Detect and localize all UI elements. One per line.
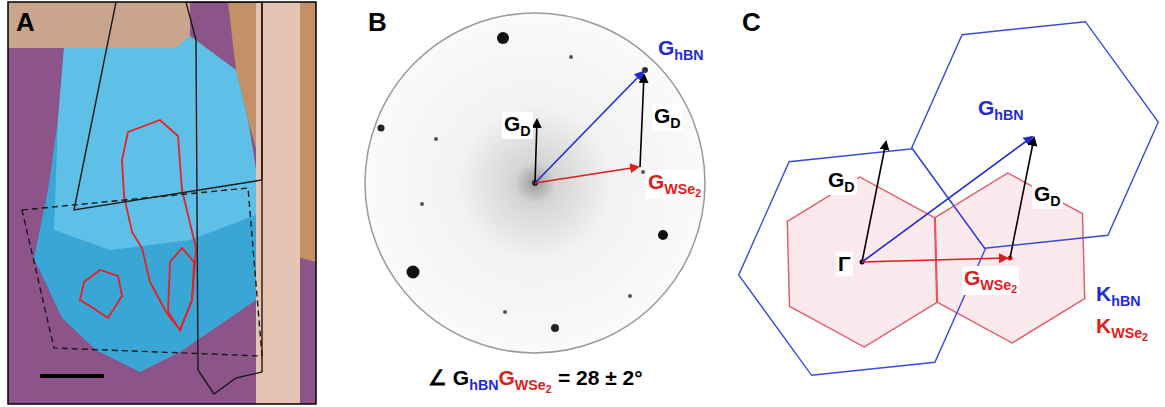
micrograph bbox=[8, 2, 316, 404]
label-subscript: D bbox=[844, 179, 854, 195]
label-subscript: 2 bbox=[1142, 331, 1148, 343]
vector-label: GWSe2 bbox=[646, 170, 703, 199]
label-subscript: WSe bbox=[1111, 325, 1142, 341]
label-text: B bbox=[368, 7, 387, 37]
label-subscript: 2 bbox=[1011, 283, 1017, 295]
label-text: C bbox=[742, 7, 761, 37]
label-text: = 28 ± 2° bbox=[558, 366, 643, 389]
angle-caption: ∠ GhBNGWSe2 = 28 ± 2° bbox=[428, 366, 643, 395]
label-subscript: hBN bbox=[674, 47, 703, 63]
label-text: G bbox=[1034, 182, 1050, 205]
vector-label: GhBN bbox=[656, 36, 706, 63]
label-subscript: hBN bbox=[469, 377, 498, 393]
label-subscript: D bbox=[1050, 193, 1060, 209]
label-text: G bbox=[499, 366, 515, 389]
k-point-label: KWSe2 bbox=[1094, 314, 1150, 343]
panel-letter: B bbox=[368, 8, 387, 38]
label-subscript: D bbox=[670, 115, 680, 131]
vector-label: GWSe2 bbox=[962, 266, 1019, 295]
point-label: Γ bbox=[836, 252, 853, 276]
label-text: A bbox=[16, 7, 35, 37]
label-subscript: 2 bbox=[695, 187, 701, 199]
label-subscript: WSe bbox=[980, 277, 1011, 293]
label-text: G bbox=[964, 266, 980, 289]
label-subscript: WSe bbox=[515, 377, 546, 393]
k-point-label: KhBN bbox=[1094, 282, 1143, 309]
panel-letter: A bbox=[16, 8, 35, 38]
diffraction-pattern bbox=[365, 13, 705, 353]
label-text: K bbox=[1096, 282, 1111, 305]
label-text: K bbox=[1096, 314, 1111, 337]
label-subscript: 2 bbox=[546, 383, 552, 395]
brillouin-zones bbox=[739, 22, 1159, 376]
vector-label: GD bbox=[1032, 182, 1063, 209]
label-subscript: hBN bbox=[1111, 293, 1140, 309]
label-subscript: hBN bbox=[994, 107, 1023, 123]
vector-label: GD bbox=[502, 112, 533, 139]
label-text: G bbox=[828, 168, 844, 191]
label-text: G bbox=[504, 112, 520, 135]
vector-label: GhBN bbox=[976, 96, 1026, 123]
label-text: G bbox=[654, 104, 670, 127]
panel-letter: C bbox=[742, 8, 761, 38]
label-text: G bbox=[978, 96, 994, 119]
label-subscript: WSe bbox=[664, 181, 695, 197]
label-text: ∠ G bbox=[428, 366, 469, 389]
label-subscript: D bbox=[520, 123, 530, 139]
label-text: Γ bbox=[838, 252, 851, 275]
label-text: G bbox=[658, 36, 674, 59]
label-text: G bbox=[648, 170, 664, 193]
vector-label: GD bbox=[826, 168, 857, 195]
vector-label: GD bbox=[652, 104, 683, 131]
